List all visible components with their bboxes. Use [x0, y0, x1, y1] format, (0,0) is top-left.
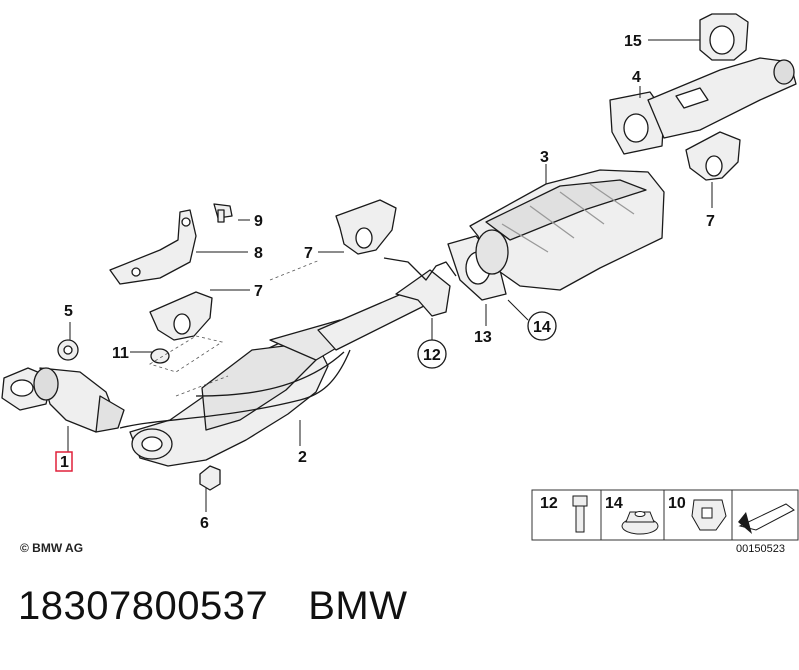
intermediate-pipe — [317, 257, 457, 351]
rear-pipe-part-4 — [609, 57, 797, 155]
arrow-icon — [738, 503, 795, 534]
bracket-part-7-upper-right — [685, 131, 741, 181]
callout-8: 8 — [254, 245, 263, 262]
bolt-part-9 — [213, 203, 233, 223]
nut-part-11 — [150, 348, 170, 364]
callout-7-middle: 7 — [304, 245, 313, 262]
callout-2: 2 — [298, 449, 307, 466]
callout-5: 5 — [64, 303, 73, 320]
diagram-code: 00150523 — [736, 543, 785, 555]
copyright-notice: © BMW AG — [20, 541, 83, 555]
callout-12: 12 — [423, 347, 441, 364]
nut-part-6 — [199, 465, 221, 491]
nut-part-5 — [57, 339, 79, 361]
callout-14: 14 — [533, 319, 551, 336]
legend-panel: 12 14 10 — [531, 489, 799, 541]
callout-6: 6 — [200, 515, 209, 532]
rear-catalyst-part-3 — [469, 169, 665, 291]
dashed-guides — [149, 259, 321, 397]
callout-1: 1 — [60, 454, 69, 471]
bracket-part-8 — [109, 209, 197, 285]
leader-lines — [67, 39, 713, 512]
bracket-part-7-middle — [335, 199, 397, 255]
legend-label-10: 10 — [668, 495, 686, 512]
legend-nut-icon — [621, 511, 659, 535]
legend-label-12: 12 — [540, 495, 558, 512]
callout-4: 4 — [632, 69, 641, 86]
callout-14-circle — [527, 311, 557, 341]
highlight-box-part-1 — [55, 451, 73, 472]
brand-name: BMW — [308, 584, 408, 628]
callout-7-right: 7 — [706, 213, 715, 230]
callout-7-left: 7 — [254, 283, 263, 300]
part-number: 18307800537 — [18, 584, 269, 628]
callout-3: 3 — [540, 149, 549, 166]
callout-12-circle — [417, 339, 447, 369]
legend-clip-icon — [691, 499, 727, 531]
clamp-part-15 — [699, 13, 749, 61]
callout-15: 15 — [624, 33, 642, 50]
front-pipe-part-1 — [1, 367, 125, 433]
callout-13: 13 — [474, 329, 492, 346]
bracket-part-7-left — [149, 291, 213, 341]
legend-label-14: 14 — [605, 495, 623, 512]
legend-bolt-icon — [572, 495, 588, 533]
footer: 18307800537 BMW — [18, 584, 407, 629]
callout-9: 9 — [254, 213, 263, 230]
callout-11: 11 — [112, 345, 129, 362]
front-catalyst-part-2 — [119, 319, 361, 467]
